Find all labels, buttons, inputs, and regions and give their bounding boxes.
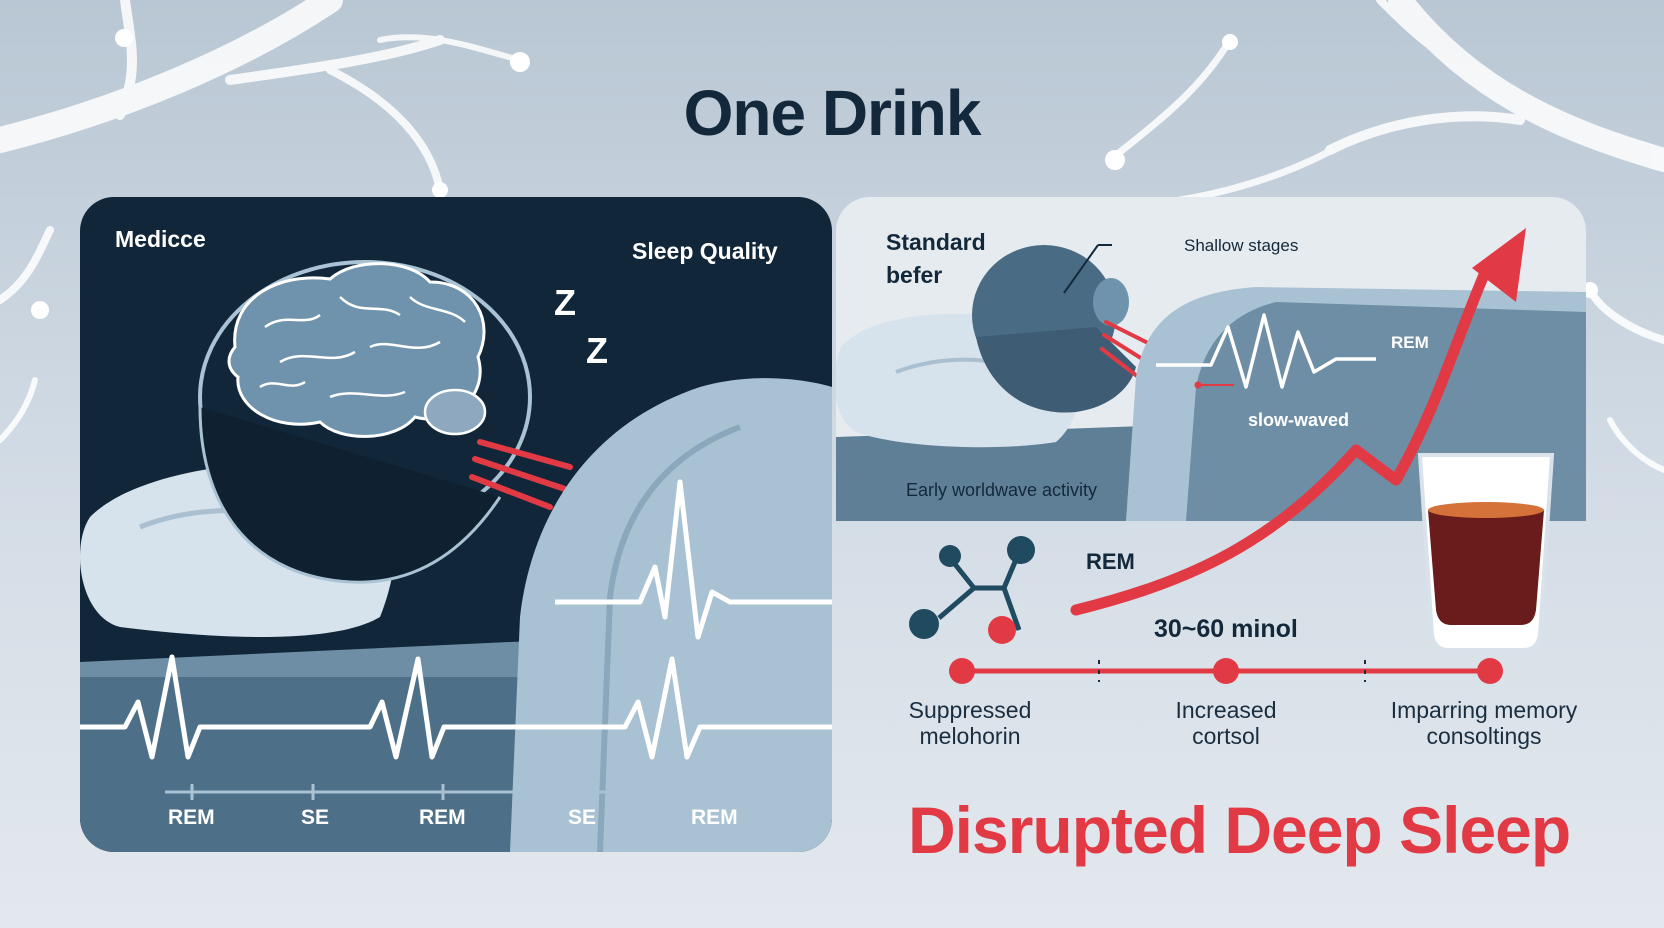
axis-label-rem-3: REM: [691, 806, 738, 829]
axis-label-rem-2: REM: [419, 806, 466, 829]
rem-wave-label: REM: [1391, 333, 1429, 352]
timeline-item-cortisol-line1: Increased: [1175, 697, 1277, 723]
timeline-item-cortisol: Increased cortsol: [1146, 697, 1306, 749]
zzz-icon-2: Z: [586, 330, 608, 371]
left-panel-label-medicce: Medicce: [115, 226, 206, 252]
duration-label: 30~60 minol: [1154, 615, 1298, 643]
axis-label-se-2: SE: [568, 806, 597, 829]
sleeper-illustration: [80, 260, 832, 852]
molecule-icon: [909, 536, 1035, 644]
timeline-item-memory: Imparring memory consoltings: [1366, 697, 1602, 749]
early-activity-label: Early worldwave activity: [906, 480, 1098, 500]
timeline-item-melatonin-line1: Suppressed: [908, 697, 1032, 723]
timeline-item-melatonin: Suppressed melohorin: [890, 697, 1050, 749]
timeline-item-melatonin-line2: melohorin: [919, 723, 1021, 749]
sleep-quality-panel: [80, 197, 832, 852]
timeline-item-memory-line2: consoltings: [1426, 723, 1542, 749]
headline-disrupted-deep-sleep: Disrupted Deep Sleep: [908, 793, 1571, 867]
shallow-stages-label: Shallow stages: [1184, 236, 1299, 255]
rem-label: REM: [1086, 549, 1135, 574]
axis-label-rem-1: REM: [168, 806, 215, 829]
alcohol-effects-graphic: [909, 228, 1555, 684]
standard-label-line2: befer: [886, 262, 943, 288]
drink-glass-icon: [1417, 453, 1555, 652]
zzz-icon-1: Z: [554, 282, 576, 323]
standard-label-line1: Standard: [886, 229, 986, 255]
timeline-item-memory-line1: Imparring memory: [1390, 697, 1578, 723]
page-title: One Drink: [683, 77, 982, 149]
arrow-head-icon: [1472, 228, 1526, 302]
timeline-item-cortisol-line2: cortsol: [1192, 723, 1260, 749]
axis-label-se-1: SE: [301, 806, 330, 829]
slow-waved-label: slow-waved: [1248, 410, 1350, 430]
left-panel-label-sleep-quality: Sleep Quality: [632, 238, 778, 264]
